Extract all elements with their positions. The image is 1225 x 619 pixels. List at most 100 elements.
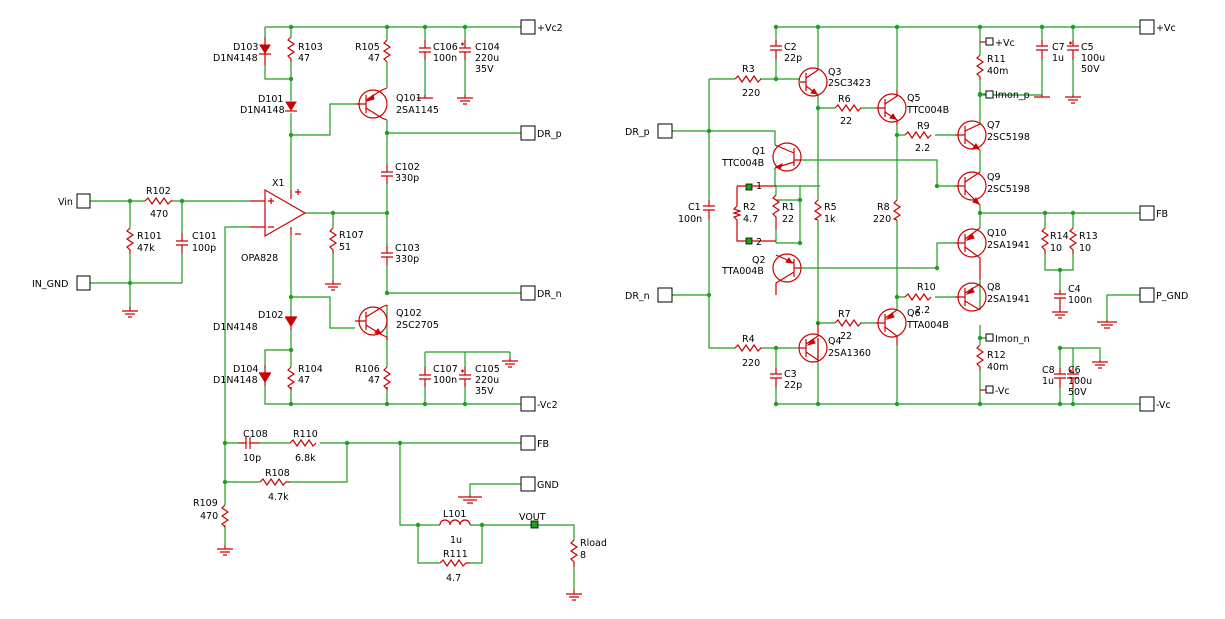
label: 2SC2705 <box>396 320 439 331</box>
label: Q2 <box>752 255 766 266</box>
label: C7 <box>1052 42 1065 53</box>
label: TTA004B <box>721 266 764 277</box>
label: R1 <box>782 202 795 213</box>
port-label-drp: DR_p <box>537 129 562 140</box>
label: Q6 <box>907 308 921 319</box>
label: R111 <box>443 549 468 560</box>
label: R3 <box>742 64 755 75</box>
label: 2SC5198 <box>987 184 1030 195</box>
label: R10 <box>917 282 936 293</box>
label: 330p <box>395 173 419 184</box>
label: C101 <box>192 231 217 242</box>
label: R11 <box>987 54 1006 65</box>
label: 2SA1360 <box>828 348 871 359</box>
label: 1 <box>756 181 762 192</box>
port-label-tvc: +Vc <box>995 38 1015 49</box>
label: 35V <box>475 64 494 75</box>
label: R101 <box>137 231 162 242</box>
label: 1k <box>824 214 836 225</box>
label: 220u <box>475 53 499 64</box>
junction-dots <box>127 24 1076 528</box>
label: R2 <box>743 202 756 213</box>
port-label-vc2p: +Vc2 <box>537 23 563 34</box>
label: D1N4148 <box>213 375 258 386</box>
label: 1u <box>1042 376 1054 387</box>
port-label-rfb: FB <box>1156 209 1168 220</box>
port-label-gnd: GND <box>537 480 559 491</box>
label: R110 <box>293 429 318 440</box>
port-label-fb: FB <box>537 439 549 450</box>
label: TTA004B <box>906 320 949 331</box>
label: 2SC3423 <box>828 78 871 89</box>
component-labels: D103 D1N4148 R103 47 R105 47 C106 100n C… <box>137 42 1105 584</box>
label: Q9 <box>987 172 1001 183</box>
label: D104 <box>233 364 258 375</box>
wires-left <box>90 26 575 590</box>
label: D1N4148 <box>240 105 285 116</box>
label: R13 <box>1079 231 1098 242</box>
label: L101 <box>443 509 466 520</box>
label: R107 <box>339 230 364 241</box>
label: Q102 <box>396 308 422 319</box>
label: C103 <box>395 243 420 254</box>
label: OPA828 <box>241 253 278 264</box>
label: 2SA1941 <box>987 294 1030 305</box>
label: 22 <box>840 116 852 127</box>
label: Q4 <box>828 336 842 347</box>
label: D1N4148 <box>213 53 258 64</box>
label: 220 <box>873 214 891 225</box>
label: Rload <box>580 538 607 549</box>
port-label-imonp: Imon_p <box>995 90 1030 101</box>
label: 2.2 <box>915 143 930 154</box>
label: C5 <box>1081 42 1094 53</box>
components-right <box>703 37 1117 394</box>
label: 4.7 <box>743 214 758 225</box>
port-labels: +Vc2 DR_p DR_n -Vc2 FB GND Vin IN_GND VO… <box>32 23 1188 523</box>
label: 100u <box>1068 376 1092 387</box>
label: 2SA1941 <box>987 240 1030 251</box>
port-label-vin: Vin <box>58 197 73 208</box>
label: R109 <box>193 498 218 509</box>
label: C108 <box>243 429 268 440</box>
label: 330p <box>395 254 419 265</box>
label: Q7 <box>987 120 1001 131</box>
label: 2SA1145 <box>396 105 439 116</box>
label: 4.7 <box>446 573 461 584</box>
label: 8 <box>580 550 586 561</box>
label: Q5 <box>907 93 921 104</box>
port-label-imonn: Imon_n <box>995 334 1030 345</box>
label: C1 <box>688 202 701 213</box>
label: R103 <box>298 42 323 53</box>
label: Q10 <box>987 228 1007 239</box>
label: C3 <box>784 369 797 380</box>
label: 22 <box>840 331 852 342</box>
label: C8 <box>1042 365 1055 376</box>
port-label-rvc: +Vc <box>1156 23 1176 34</box>
label: 220 <box>742 88 760 99</box>
port-label-drn: DR_n <box>537 289 562 300</box>
label: C4 <box>1068 284 1081 295</box>
label: 47 <box>298 375 310 386</box>
label: 1u <box>450 535 462 546</box>
label: Q101 <box>396 93 422 104</box>
label: 100u <box>1081 53 1105 64</box>
label: 220u <box>475 375 499 386</box>
label: 40m <box>987 362 1008 373</box>
label: 10p <box>243 453 261 464</box>
label: D1N4148 <box>213 322 258 333</box>
label: Q8 <box>987 282 1001 293</box>
label: TTC004B <box>721 158 764 169</box>
label: 470 <box>200 511 218 522</box>
label: 22 <box>782 214 794 225</box>
port-label-ingnd: IN_GND <box>32 279 68 290</box>
label: C104 <box>475 42 500 53</box>
label: 470 <box>150 209 168 220</box>
port-label-rdrp: DR_p <box>625 127 650 138</box>
port-boxes <box>76 19 1155 492</box>
components-left <box>122 36 582 601</box>
label: C105 <box>475 364 500 375</box>
label: D102 <box>258 310 283 321</box>
label: 22p <box>784 380 802 391</box>
